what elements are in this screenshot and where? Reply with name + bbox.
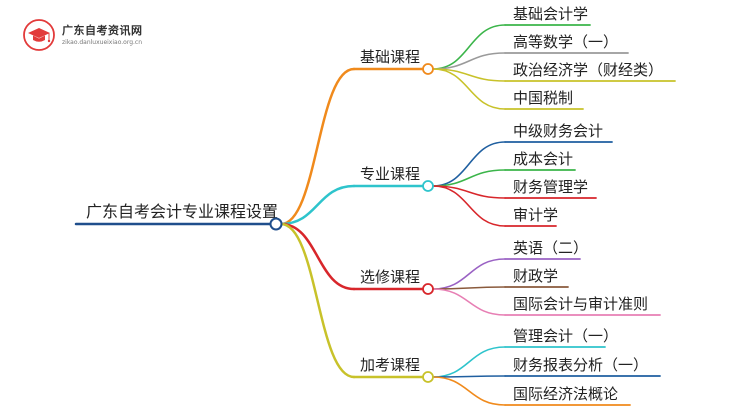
leaf-node-label: 财务报表分析（一） (513, 356, 648, 374)
leaf-node-label: 管理会计（一） (513, 327, 618, 345)
leaf-connector (432, 169, 506, 187)
leaf-connector (432, 346, 506, 378)
leaf-connector (432, 24, 506, 70)
leaf-connector (432, 141, 506, 187)
leaf-node-label: 基础会计学 (513, 5, 588, 23)
leaf-node-label: 政治经济学（财经类） (513, 61, 663, 79)
branch-junction-circle (422, 283, 434, 295)
branch-connector (279, 222, 356, 291)
graduation-cap-logo-icon (23, 19, 55, 51)
leaf-node-label: 英语（二） (513, 239, 588, 257)
site-watermark: 广东自考资讯网 zikao.danluxueixiao.org.cn (22, 18, 143, 52)
branch-node-label: 专业课程 (360, 165, 420, 183)
leaf-node-label: 中级财务会计 (513, 122, 603, 140)
branch-connector (279, 67, 356, 226)
branch-junction-circle (422, 63, 434, 75)
leaf-connector (432, 52, 506, 70)
leaf-node-label: 成本会计 (513, 150, 573, 168)
branch-junction-circle (422, 180, 434, 192)
leaf-connector (432, 376, 506, 406)
leaf-connector (432, 68, 506, 110)
leaf-connector (432, 258, 506, 290)
root-junction-circle (269, 217, 283, 231)
root-node-label: 广东自考会计专业课程设置 (86, 202, 278, 221)
branch-node-label: 基础课程 (360, 48, 420, 66)
leaf-node-label: 财政学 (513, 267, 558, 285)
leaf-node-label: 国际经济法概论 (513, 385, 618, 403)
branch-junction-circle (422, 371, 434, 383)
branch-node-label: 加考课程 (360, 356, 420, 374)
leaf-connector (432, 185, 506, 227)
leaf-node-label: 审计学 (513, 206, 558, 224)
branch-node-label: 选修课程 (360, 268, 420, 286)
site-name: 广东自考资讯网 (62, 23, 143, 37)
branch-connector (279, 184, 356, 226)
leaf-node-label: 高等数学（一） (513, 33, 618, 51)
leaf-connector (432, 288, 506, 316)
leaf-node-label: 中国税制 (513, 89, 573, 107)
branch-connector (279, 222, 356, 379)
leaf-node-label: 国际会计与审计准则 (513, 295, 648, 313)
leaf-node-label: 财务管理学 (513, 178, 588, 196)
site-domain: zikao.danluxueixiao.org.cn (62, 38, 143, 46)
